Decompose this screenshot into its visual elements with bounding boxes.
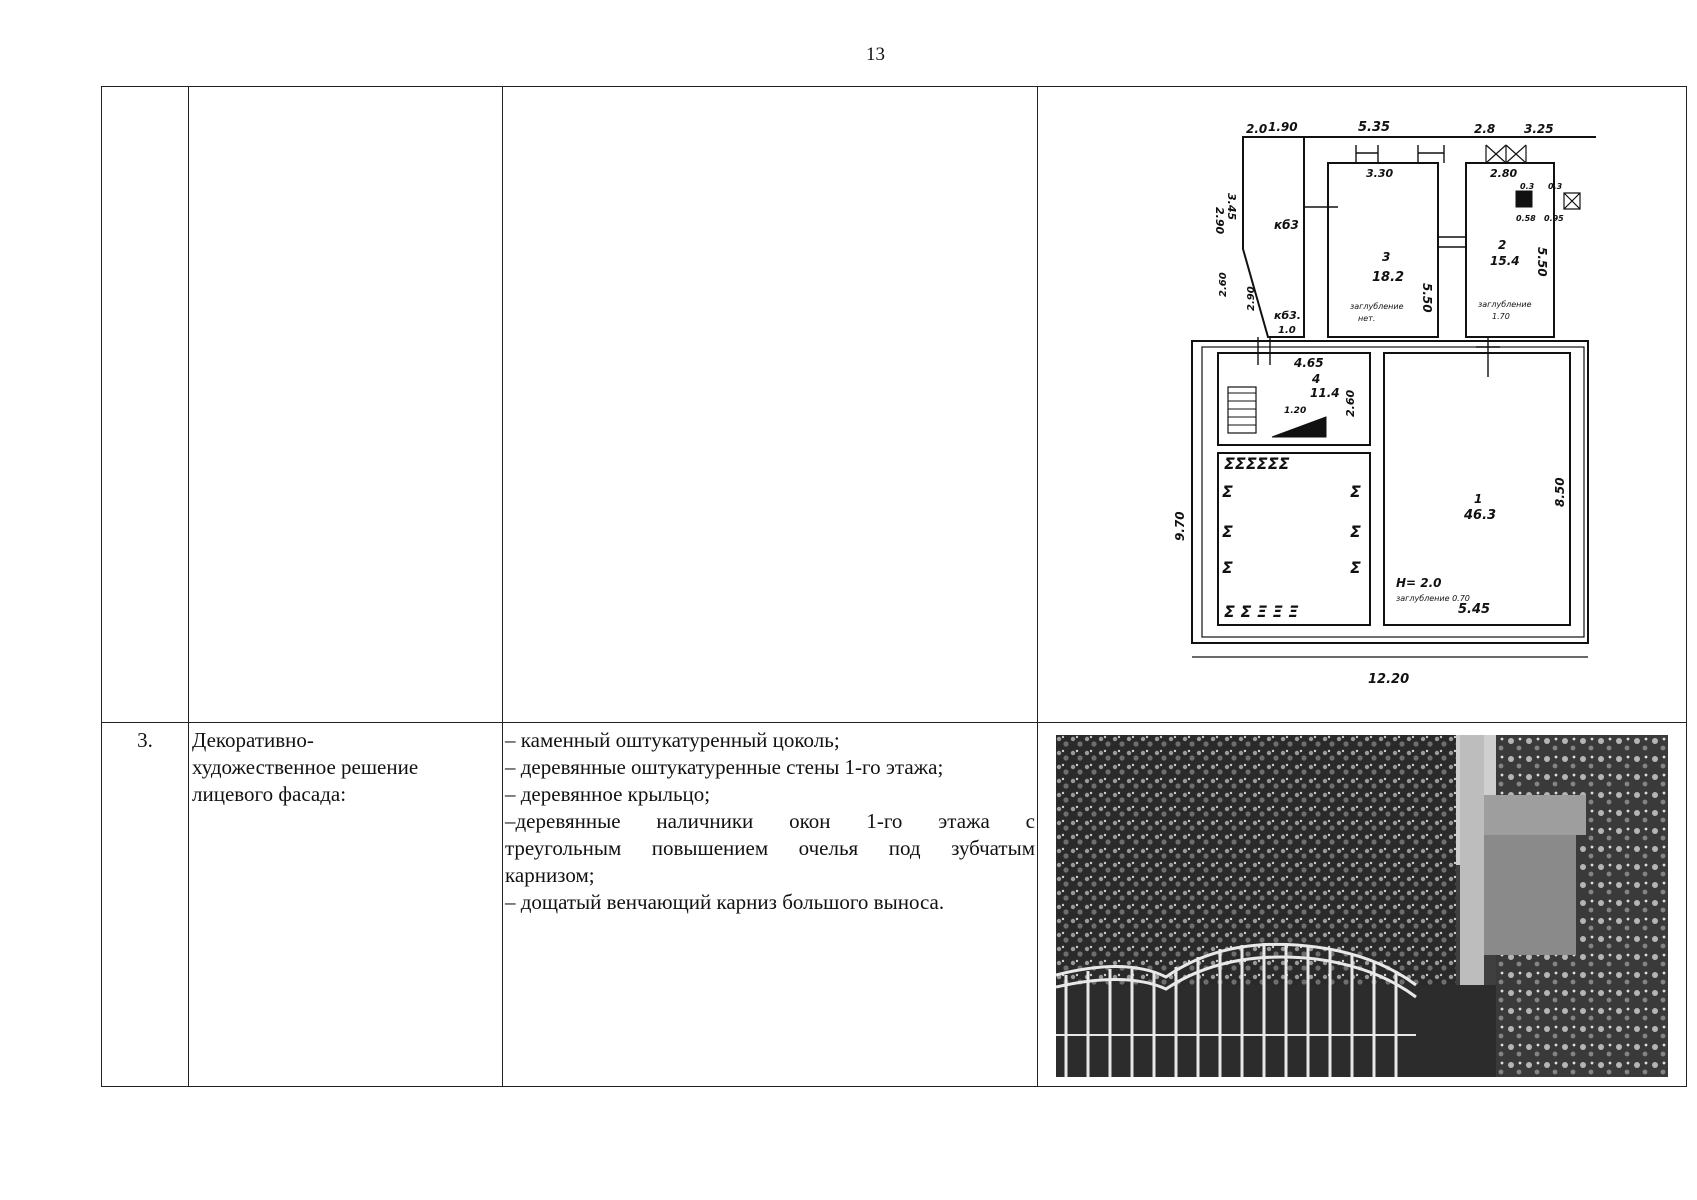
svg-text:ΣΣΣΣΣΣ: ΣΣΣΣΣΣ bbox=[1224, 454, 1290, 473]
row-title-cell: Декоративно- художественное решение лице… bbox=[188, 722, 503, 1087]
table-row: ΣΣΣΣΣΣ Σ Σ Ξ Ξ Ξ Σ Σ Σ Σ Σ Σ 2.0 1.90 5.… bbox=[101, 86, 1687, 723]
table-row: 3. Декоративно- художественное решение л… bbox=[101, 722, 1687, 1087]
plan-dim-left-a: 2.90 bbox=[1213, 207, 1226, 234]
description-line: – деревянное крыльцо; bbox=[505, 782, 711, 806]
svg-text:Σ Σ Ξ Ξ Ξ: Σ Σ Ξ Ξ Ξ bbox=[1224, 602, 1298, 621]
plan-dim-top-e: 3.25 bbox=[1524, 122, 1554, 136]
plan-room-3-note-2: нет. bbox=[1358, 314, 1375, 323]
plan-dim-slope-a: 2.60 bbox=[1218, 272, 1229, 297]
plan-room-2-area: 15.4 bbox=[1490, 254, 1520, 268]
description-line: – каменный оштукатуренный цоколь; bbox=[505, 728, 840, 752]
photo-ground-shadow bbox=[1056, 985, 1496, 1077]
plan-window-marks bbox=[1355, 145, 1445, 163]
plan-room-1-area: 46.3 bbox=[1463, 508, 1496, 523]
plan-room-2-outline bbox=[1465, 162, 1555, 338]
plan-dim-slope-b: 2.90 bbox=[1246, 286, 1257, 311]
plan-dim-left-b: 3.45 bbox=[1225, 193, 1238, 220]
plan-side-label: кб3 bbox=[1274, 218, 1299, 232]
plan-dim-room2-width: 2.80 bbox=[1490, 167, 1517, 180]
floor-plan-drawing: ΣΣΣΣΣΣ Σ Σ Ξ Ξ Ξ Σ Σ Σ Σ Σ Σ 2.0 1.90 5.… bbox=[1173, 120, 1596, 687]
plan-main-inner bbox=[1201, 346, 1585, 638]
row-number-cell: 3. bbox=[101, 722, 189, 1087]
plan-dim-top-c: 5.35 bbox=[1358, 120, 1390, 135]
plan-room-3-number: 3 bbox=[1382, 250, 1390, 264]
plan-dim-room1-width: 5.45 bbox=[1458, 602, 1490, 617]
row-title-line: лицевого фасада: bbox=[192, 782, 347, 806]
plan-cross-windows bbox=[1485, 144, 1527, 164]
plan-dim-room4-height: 2.60 bbox=[1344, 390, 1357, 417]
plan-dim-stair-width: 1.20 bbox=[1284, 406, 1306, 416]
plan-dim-top-b: 1.90 bbox=[1268, 120, 1298, 134]
plan-dim-room3-width: 3.30 bbox=[1366, 167, 1393, 180]
svg-text:Σ: Σ bbox=[1222, 482, 1233, 501]
description-line: – деревянные оштукатуренные стены 1-го э… bbox=[505, 755, 944, 779]
svg-text:Σ: Σ bbox=[1222, 522, 1233, 541]
plan-dim-left-total: 9.70 bbox=[1173, 511, 1187, 541]
photo-house-wall bbox=[1476, 835, 1576, 955]
plan-room-4-area: 11.4 bbox=[1310, 386, 1340, 400]
plan-stair-wedge bbox=[1271, 416, 1327, 438]
plan-square-room bbox=[1217, 452, 1371, 626]
description-line: –деревянные наличники окон 1-го этажа с bbox=[505, 809, 1035, 833]
plan-rear-wall bbox=[1242, 136, 1596, 153]
plan-radiator-marks: ΣΣΣΣΣΣ Σ Σ Ξ Ξ Ξ Σ Σ Σ Σ Σ Σ bbox=[1222, 454, 1361, 621]
svg-text:Σ: Σ bbox=[1350, 522, 1361, 541]
plan-dim-room1-height: 8.50 bbox=[1553, 477, 1567, 507]
plan-stair bbox=[1227, 386, 1257, 434]
plan-main-block bbox=[1191, 340, 1589, 644]
plan-dim-small-b: 0.58 bbox=[1516, 214, 1536, 223]
row-description-cell: – каменный оштукатуренный цоколь; – дере… bbox=[502, 722, 1038, 1087]
document-table: ΣΣΣΣΣΣ Σ Σ Ξ Ξ Ξ Σ Σ Σ Σ Σ Σ 2.0 1.90 5.… bbox=[101, 86, 1687, 1087]
plan-dim-corridor: 4.65 bbox=[1293, 356, 1324, 370]
plan-room-1-note-2: заглубление 0.70 bbox=[1396, 594, 1470, 603]
plan-room-1-outline bbox=[1383, 352, 1571, 626]
plan-dim-room3-height: 5.50 bbox=[1420, 283, 1434, 313]
plan-room-3-area: 18.2 bbox=[1372, 270, 1404, 285]
description-line: карнизом; bbox=[505, 863, 595, 887]
plan-dim-top-a: 2.0 bbox=[1246, 122, 1267, 136]
facade-photo-cell bbox=[1037, 722, 1687, 1087]
plan-room-2-number: 2 bbox=[1498, 238, 1506, 252]
plan-room-1-number: 1 bbox=[1474, 492, 1482, 506]
plan-edge-window bbox=[1563, 192, 1581, 210]
svg-text:Σ: Σ bbox=[1222, 558, 1233, 577]
plan-porch-marks bbox=[1257, 337, 1500, 377]
plan-dim-small-a: 0.3 bbox=[1520, 182, 1535, 191]
plan-dim-room2-height: 5.50 bbox=[1535, 247, 1549, 277]
row-title-line: Декоративно- bbox=[192, 728, 314, 752]
plan-room-3-note-1: заглубление bbox=[1350, 302, 1404, 311]
plan-chimney bbox=[1515, 190, 1533, 208]
plan-stair-steps bbox=[1228, 392, 1256, 426]
plan-room-4-outline bbox=[1217, 352, 1371, 446]
floor-plan-cell: ΣΣΣΣΣΣ Σ Σ Ξ Ξ Ξ Σ Σ Σ Σ Σ Σ 2.0 1.90 5.… bbox=[1037, 86, 1687, 723]
plan-dim-top-d: 2.8 bbox=[1474, 122, 1495, 136]
page-number: 13 bbox=[866, 44, 885, 65]
photo-gate bbox=[1056, 942, 1417, 1077]
plan-dim-small-d: 0.95 bbox=[1544, 214, 1564, 223]
plan-room-2-note-2: 1.70 bbox=[1492, 312, 1510, 321]
plan-porch-value: 1.0 bbox=[1278, 325, 1296, 336]
plan-dim-total-width: 12.20 bbox=[1368, 672, 1409, 687]
photo-roof bbox=[1476, 795, 1586, 835]
row-number-cell bbox=[101, 86, 189, 723]
row-title-cell bbox=[188, 86, 503, 723]
description-line: – дощатый венчающий карниз большого выно… bbox=[505, 890, 945, 914]
plan-room-4-number: 4 bbox=[1311, 372, 1320, 386]
row-description-cell bbox=[502, 86, 1038, 723]
description-line: треугольным повышением очелья под зубчат… bbox=[505, 836, 1035, 860]
plan-room-1-note-1: H= 2.0 bbox=[1396, 576, 1442, 590]
plan-room-2-note-1: заглубление bbox=[1478, 300, 1532, 309]
plan-porch-label: кб3. bbox=[1274, 309, 1301, 322]
svg-text:Σ: Σ bbox=[1350, 482, 1361, 501]
plan-left-strip bbox=[1242, 137, 1305, 338]
row-title-line: художественное решение bbox=[192, 755, 419, 779]
plan-room-3-outline bbox=[1327, 162, 1439, 338]
plan-door-marks bbox=[1304, 206, 1466, 248]
facade-photo bbox=[1056, 735, 1668, 1077]
svg-text:Σ: Σ bbox=[1350, 558, 1361, 577]
plan-dim-small-c: 0.3 bbox=[1548, 182, 1563, 191]
